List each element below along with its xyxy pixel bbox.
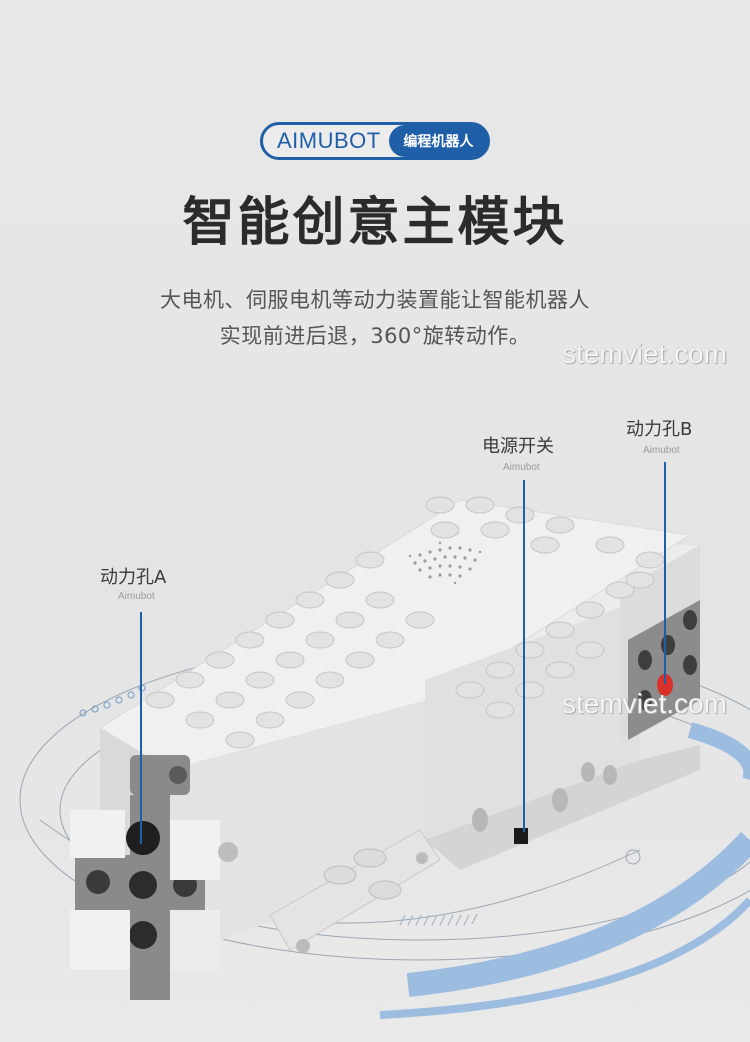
callout-power-switch-sub: Aimubot <box>503 462 540 473</box>
watermark: stemviet.com <box>562 688 727 719</box>
callout-power-hole-a-label: 动力孔A <box>100 567 167 588</box>
brand-name: AIMUBOT <box>277 128 381 153</box>
brand-tag: 编程机器人 <box>388 125 488 157</box>
callout-line-b <box>664 462 666 684</box>
callout-line-a <box>140 612 142 844</box>
power-switch-icon <box>514 828 528 844</box>
power-port-a-plate <box>75 755 205 1000</box>
callout-power-switch-label: 电源开关 <box>482 436 554 457</box>
callout-line-switch <box>523 480 525 832</box>
callout-power-hole-b-sub: Aimubot <box>643 445 680 456</box>
page-title: 智能创意主模块 <box>182 193 568 253</box>
watermark: stemviet.com <box>562 338 727 369</box>
power-port-b-icon <box>657 674 673 696</box>
speaker-grille-icon <box>408 541 482 585</box>
brand-badge: AIMUBOT 编程机器人 <box>260 122 490 160</box>
subtitle-line-1: 大电机、伺服电机等动力装置能让智能机器人 <box>160 288 590 312</box>
subtitle-line-2: 实现前进后退，360°旋转动作。 <box>219 324 531 348</box>
callout-power-hole-a-sub: Aimubot <box>118 591 155 602</box>
callout-power-hole-b-label: 动力孔B <box>626 419 693 440</box>
